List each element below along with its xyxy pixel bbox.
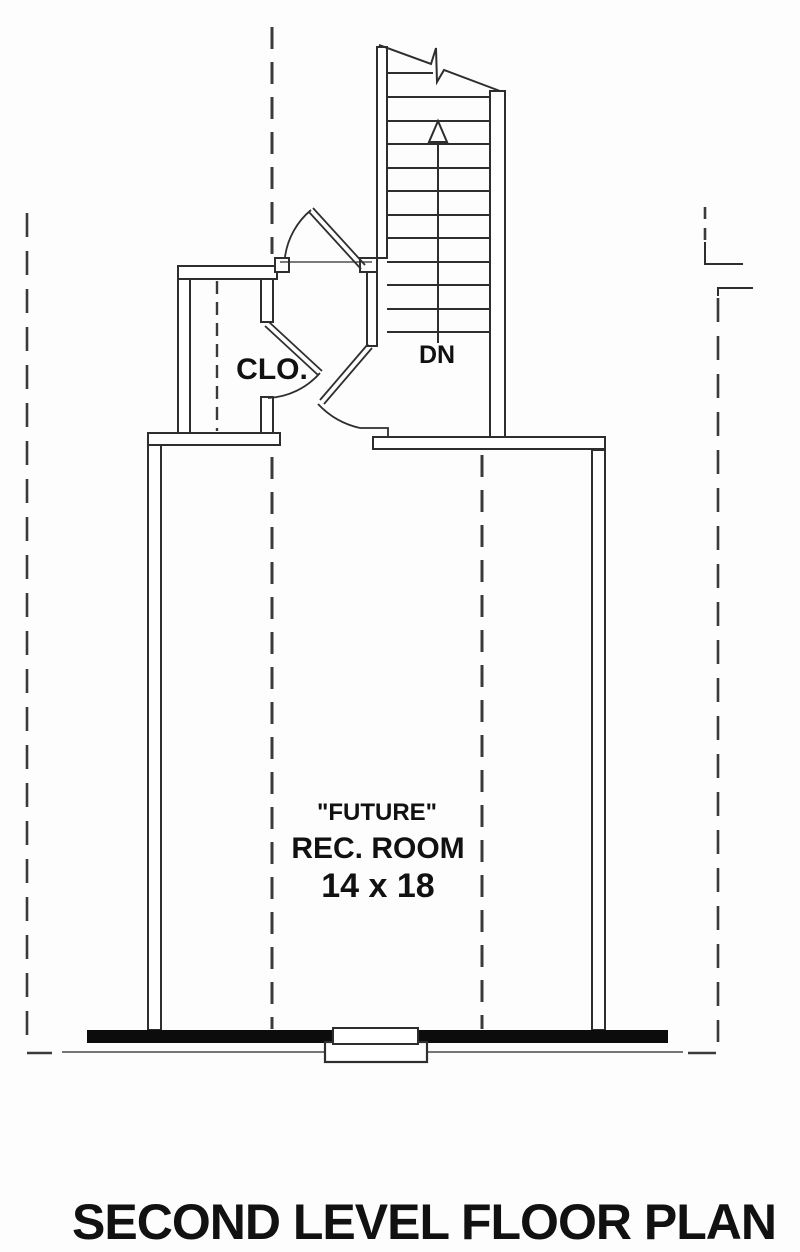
- hall-door-swing-arc: [284, 209, 312, 258]
- hall-door-jamb-right: [359, 257, 378, 273]
- roof-marks-right: [704, 242, 753, 296]
- room-door-swing-arc: [317, 403, 361, 429]
- hall-door-leaf: [312, 207, 366, 266]
- stairs-group: [378, 44, 501, 343]
- window: [332, 1027, 419, 1045]
- stair-direction-arrow-head: [427, 118, 449, 143]
- room-top-wall: [372, 436, 606, 450]
- closet-door-leaf: [264, 325, 319, 376]
- room-right-wall: [591, 449, 606, 1031]
- doors-group: [264, 207, 389, 437]
- room-label-future: "FUTURE": [317, 799, 437, 826]
- closet-door-leaf: [268, 321, 323, 372]
- closet-right-wall-lower: [260, 396, 274, 434]
- room-label-name: REC. ROOM: [291, 832, 464, 865]
- hall-door-leaf: [308, 211, 362, 270]
- hall-door-jamb-left: [274, 257, 290, 273]
- closet-bottom-wall: [147, 432, 281, 446]
- room-door-leaf: [323, 347, 373, 405]
- room-door-strike-step: [360, 427, 389, 437]
- stairs-dn-label: DN: [419, 341, 455, 369]
- roof-mark-upper: [704, 242, 743, 265]
- closet-door-swing-arc: [267, 372, 321, 399]
- stair-left-wall: [376, 46, 388, 259]
- hall-wall-lower: [366, 271, 378, 347]
- closet-top-wall: [177, 265, 278, 280]
- stair-break-line: [378, 44, 501, 92]
- plan-title: SECOND LEVEL FLOOR PLAN: [72, 1194, 776, 1250]
- stair-right-wall: [489, 90, 506, 438]
- room-left-wall: [147, 444, 162, 1031]
- closet-left-wall: [177, 265, 191, 434]
- closet-right-wall-upper: [260, 278, 274, 323]
- labels-group: CLO. DN "FUTURE" REC. ROOM 14 x 18 SECON…: [72, 341, 777, 1250]
- closet-label: CLO.: [236, 353, 308, 386]
- room-door-leaf: [319, 343, 369, 401]
- room-label-size: 14 x 18: [321, 867, 434, 905]
- roof-mark-lower: [717, 287, 753, 296]
- dashed-lines-group: [25, 27, 720, 1055]
